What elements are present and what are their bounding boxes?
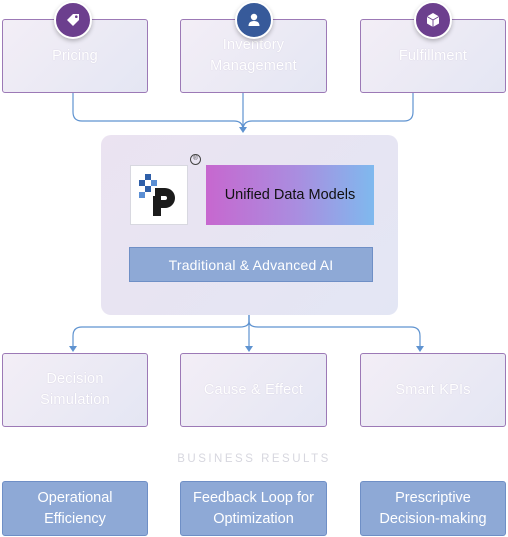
ai-box: Traditional & Advanced AI — [129, 247, 373, 282]
result-label-feedback-loop: Feedback Loop for Optimization — [193, 489, 314, 527]
input-label-pricing: Pricing — [52, 47, 98, 64]
arrowhead-core — [239, 127, 247, 133]
business-results-title: BUSINESS RESULTS — [177, 453, 331, 465]
output-box-cause-effect: Cause & Effect — [180, 353, 327, 427]
box-icon — [414, 1, 452, 39]
result-box-feedback-loop: Feedback Loop for Optimization — [180, 481, 327, 536]
connector-pricing — [72, 93, 244, 131]
user-icon — [235, 1, 273, 39]
arrowhead-decision — [69, 346, 77, 352]
input-label-inventory: Inventory Management — [210, 37, 297, 74]
output-label-decision-simulation: Decision Simulation — [40, 371, 110, 408]
connector-kpis — [248, 315, 421, 348]
price-tag-icon — [54, 1, 92, 39]
arrowhead-cause — [245, 346, 253, 352]
output-label-smart-kpis: Smart KPIs — [395, 381, 471, 398]
input-label-fulfillment: Fulfillment — [398, 47, 468, 64]
ai-label: Traditional & Advanced AI — [168, 256, 334, 273]
unified-data-models-label: Unified Data Models — [224, 187, 356, 203]
connector-decision — [72, 315, 250, 348]
input-box-inventory: Inventory Management — [180, 19, 327, 93]
result-label-prescriptive: Prescriptive Decision-making — [379, 489, 487, 527]
registered-mark: ® — [190, 154, 201, 165]
output-box-smart-kpis: Smart KPIs — [360, 353, 506, 427]
output-box-decision-simulation: Decision Simulation — [2, 353, 148, 427]
platform-logo — [130, 165, 188, 225]
result-box-operational-efficiency: Operational Efficiency — [2, 481, 148, 536]
result-label-operational-efficiency: Operational Efficiency — [37, 489, 113, 527]
connector-fulfillment — [242, 93, 414, 131]
arrowhead-kpis — [416, 346, 424, 352]
output-label-cause-effect: Cause & Effect — [203, 381, 304, 398]
unified-data-models-box: Unified Data Models — [206, 165, 374, 225]
result-box-prescriptive: Prescriptive Decision-making — [360, 481, 506, 536]
